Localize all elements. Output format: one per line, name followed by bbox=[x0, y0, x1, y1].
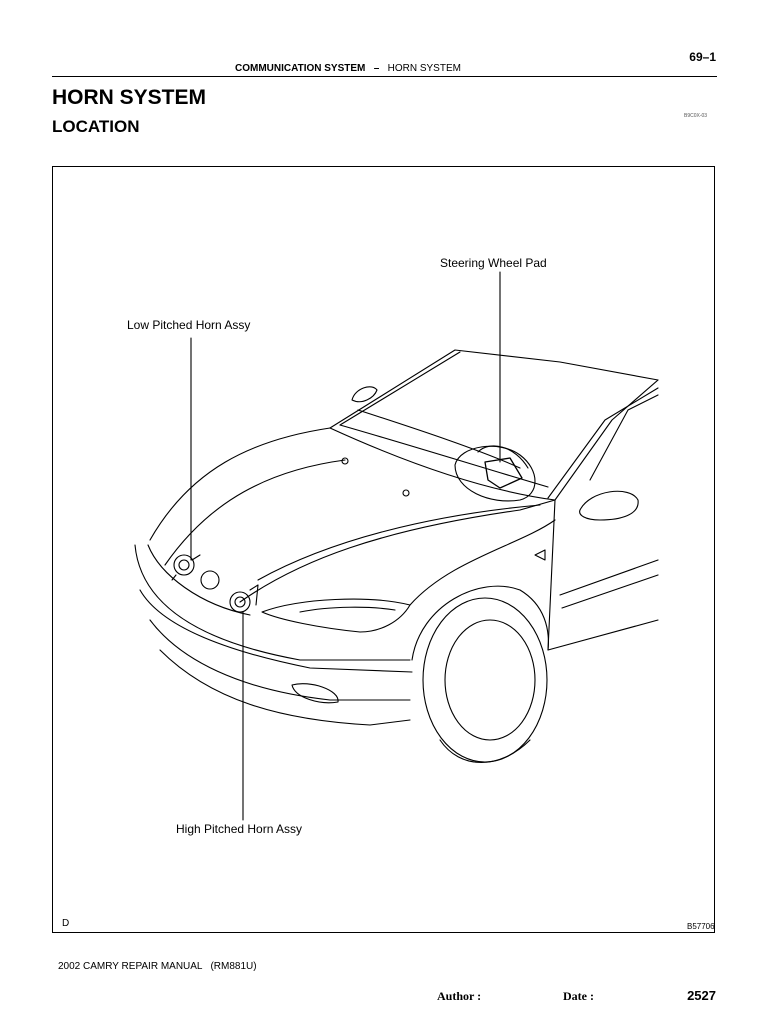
section-heading: LOCATION bbox=[52, 117, 140, 136]
steering-wheel-rim bbox=[477, 445, 529, 469]
headlight-inner bbox=[299, 606, 396, 613]
steering-wheel-pad bbox=[484, 457, 523, 489]
a-pillar-inner bbox=[547, 387, 659, 499]
bumper-bottom bbox=[159, 649, 411, 726]
headlight bbox=[261, 598, 411, 633]
bumper-top bbox=[134, 544, 411, 661]
front-wheel-inner bbox=[444, 619, 536, 741]
emblem bbox=[200, 570, 220, 590]
roof-line bbox=[329, 349, 659, 429]
side-mirror bbox=[579, 490, 639, 521]
rocker bbox=[547, 619, 659, 651]
page-title: HORN SYSTEM bbox=[52, 86, 207, 109]
label-high-pitched-horn: High Pitched Horn Assy bbox=[176, 822, 303, 836]
bumper-line bbox=[139, 589, 413, 673]
header-separator: – bbox=[373, 63, 380, 74]
document-code: B9C0X-03 bbox=[684, 113, 708, 119]
header-section: COMMUNICATION SYSTEM bbox=[235, 63, 366, 74]
label-low-pitched-horn: Low Pitched Horn Assy bbox=[127, 318, 251, 332]
steering-wheel bbox=[454, 445, 536, 502]
wiper-line bbox=[357, 409, 521, 469]
footer-manual: 2002 CAMRY REPAIR MANUAL (RM881U) bbox=[58, 961, 257, 972]
fender bbox=[409, 519, 556, 606]
tire-bottom bbox=[439, 739, 531, 763]
header-rule bbox=[52, 76, 717, 77]
cowl-back bbox=[339, 424, 549, 488]
hood-line bbox=[239, 499, 556, 603]
side-window bbox=[589, 394, 659, 481]
side-marker bbox=[534, 549, 546, 561]
rearview-mirror bbox=[351, 386, 378, 403]
side-molding-lower bbox=[561, 574, 659, 609]
label-steering-wheel-pad: Steering Wheel Pad bbox=[440, 256, 547, 270]
front-wheel-outer bbox=[422, 597, 548, 763]
page-number: 69–1 bbox=[689, 50, 716, 64]
header-subsection: HORN SYSTEM bbox=[387, 63, 461, 74]
figure-frame bbox=[52, 166, 715, 933]
figure-code: B57706 bbox=[687, 922, 715, 931]
low-pitched-horn-shape bbox=[171, 554, 201, 581]
page-total: 2527 bbox=[687, 988, 716, 1003]
hood-crease-right bbox=[257, 504, 541, 581]
author-label: Author : bbox=[437, 989, 482, 1003]
windshield-top bbox=[339, 351, 461, 426]
cowl-front bbox=[329, 427, 556, 501]
door-line bbox=[547, 499, 556, 651]
hood-crease-left bbox=[164, 459, 346, 566]
a-pillar bbox=[554, 379, 659, 501]
high-pitched-horn-shape bbox=[229, 584, 259, 613]
side-molding bbox=[559, 559, 659, 596]
figure-corner-mark: D bbox=[62, 918, 70, 929]
fog-lamp bbox=[291, 683, 339, 704]
grille-outline bbox=[147, 544, 251, 616]
hood-front-edge bbox=[149, 427, 331, 541]
bumper-lower bbox=[149, 619, 411, 701]
running-header: COMMUNICATION SYSTEM – HORN SYSTEM bbox=[235, 63, 461, 74]
wheel-arch bbox=[411, 585, 549, 661]
date-label: Date : bbox=[563, 989, 594, 1003]
